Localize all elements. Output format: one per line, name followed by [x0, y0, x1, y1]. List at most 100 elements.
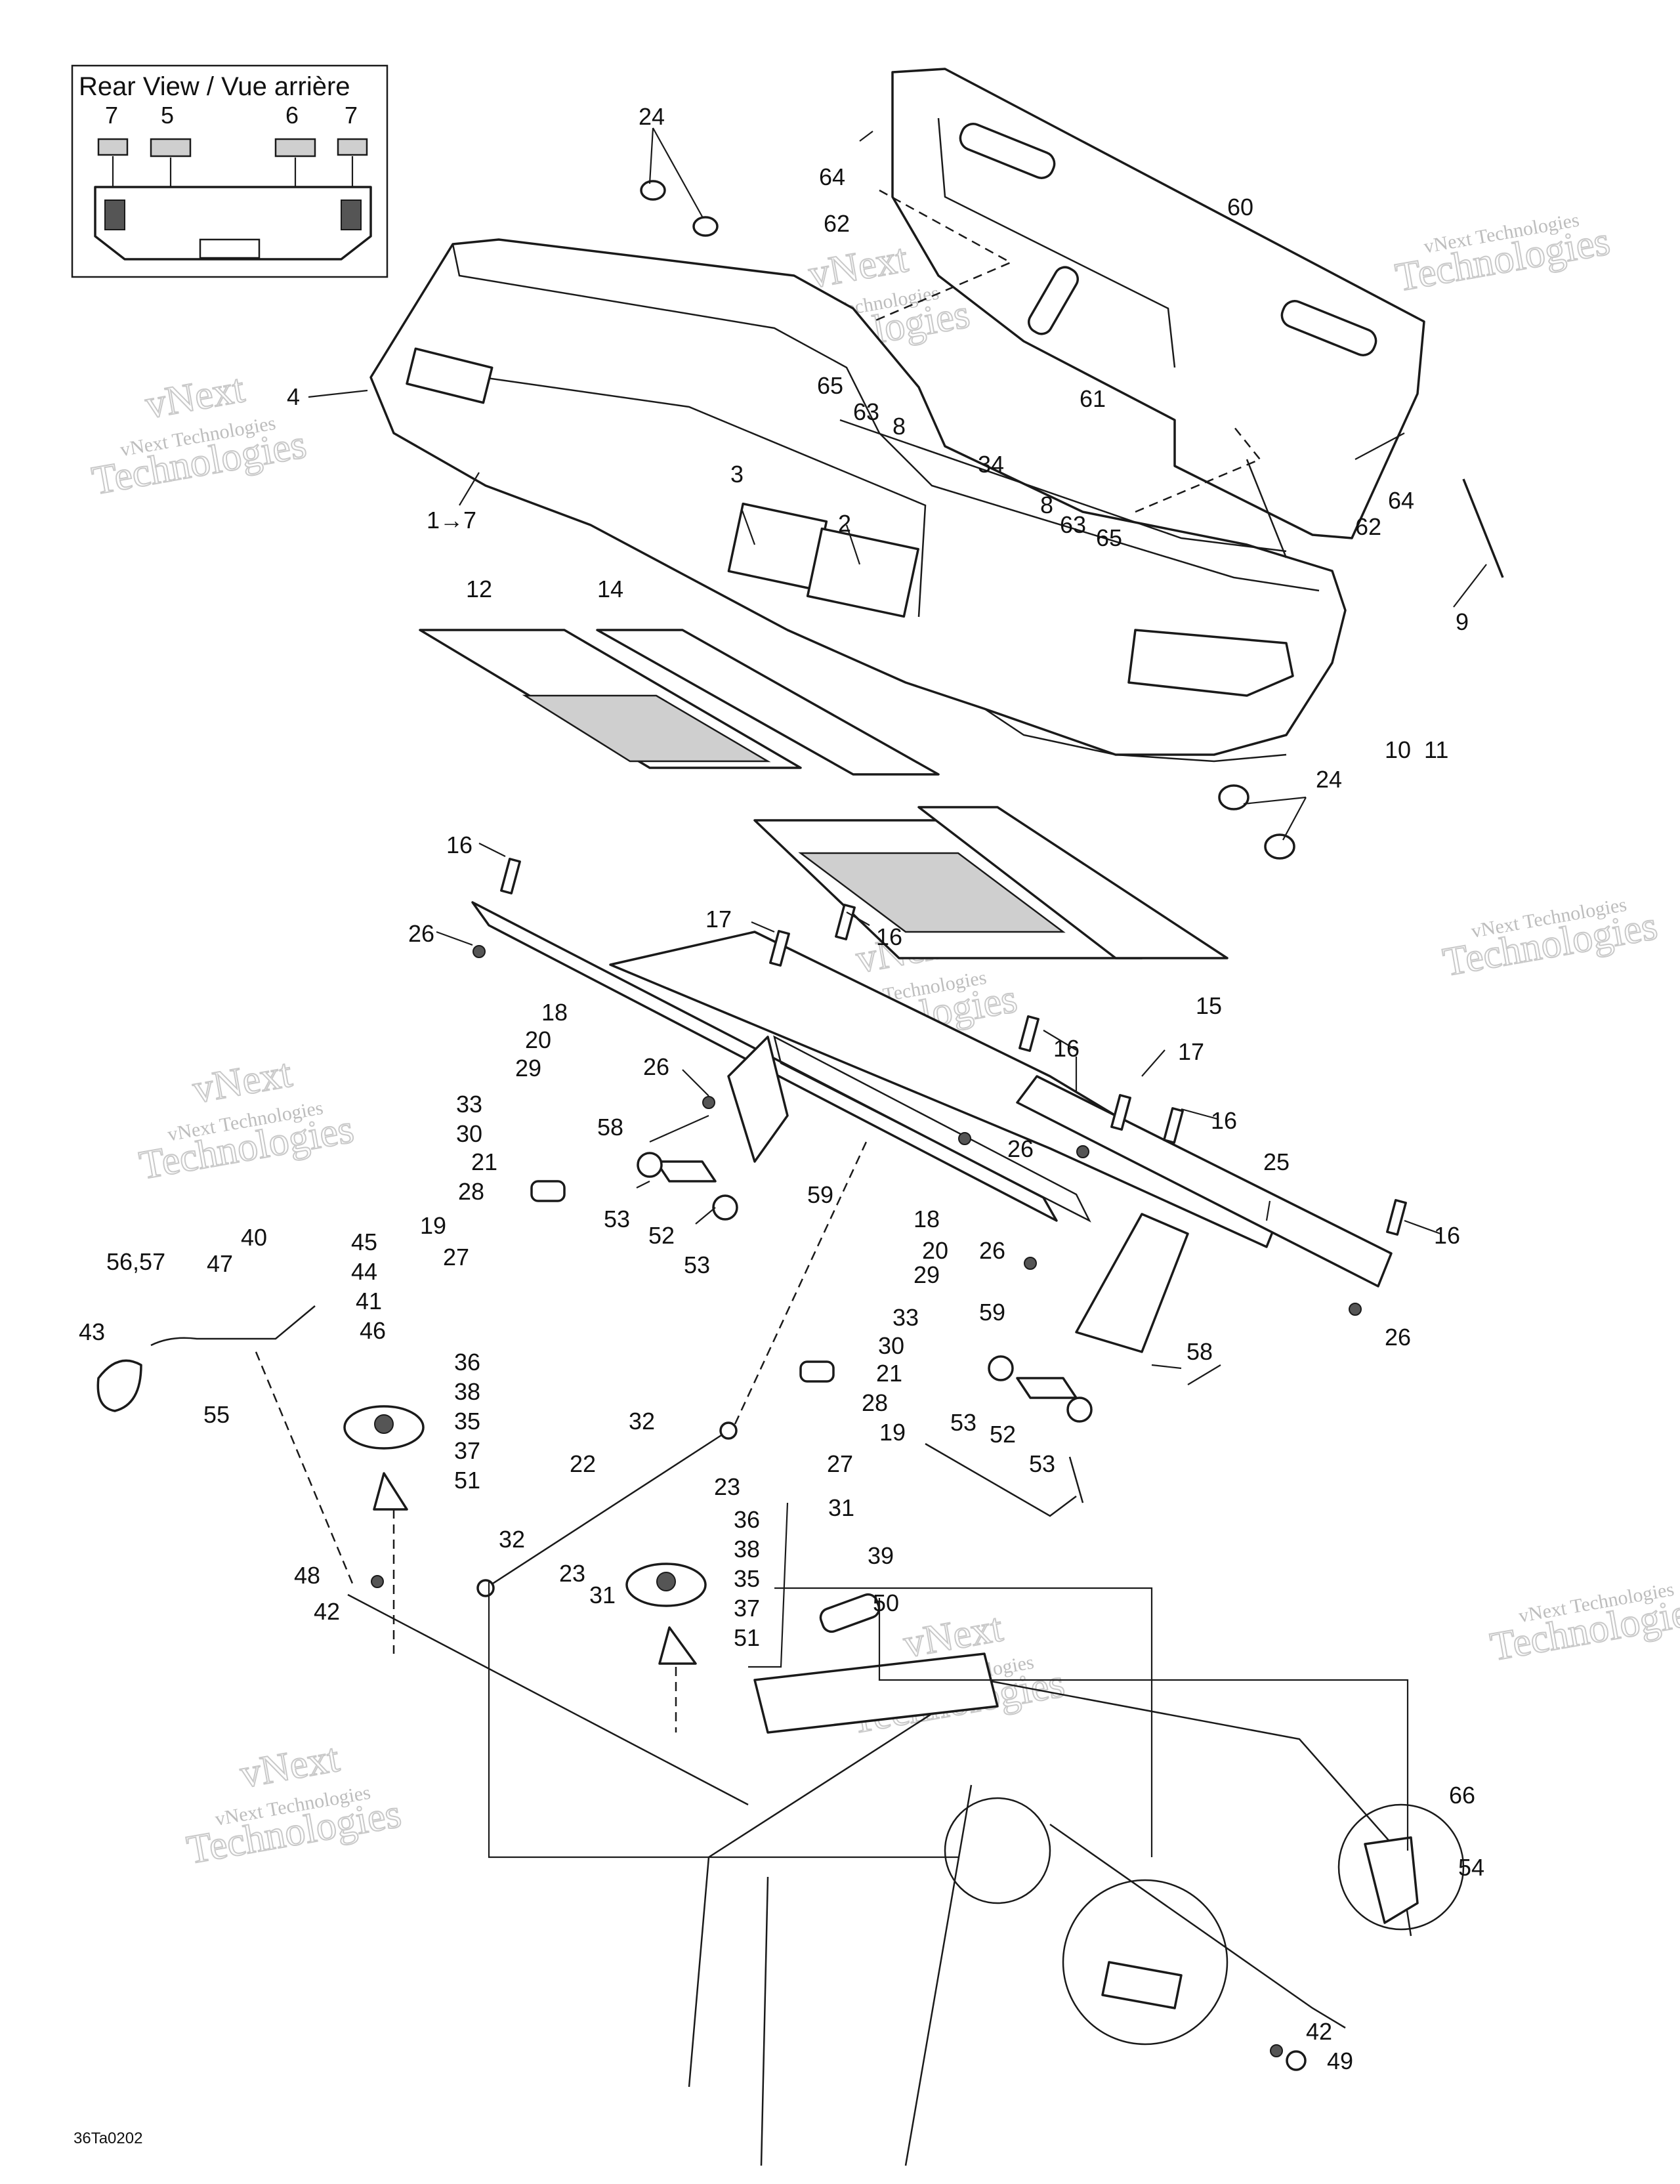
callout-30: 30	[878, 1332, 904, 1359]
callout-42: 42	[1306, 2018, 1332, 2045]
frame-rail-front	[1016, 1075, 1393, 1288]
nut-26	[958, 1132, 971, 1145]
callout-40: 40	[241, 1224, 267, 1251]
callout-52: 52	[648, 1222, 675, 1249]
callout-11: 11	[1424, 736, 1448, 763]
mount-boss	[656, 1572, 676, 1591]
callout-24: 24	[639, 103, 665, 130]
dashed-line	[255, 1351, 356, 1589]
callout-46: 46	[360, 1317, 386, 1344]
chassis-tube	[688, 1784, 973, 2166]
callout-66: 66	[1449, 1782, 1475, 1809]
leader-lines	[308, 127, 1487, 1385]
callout-27: 27	[827, 1450, 853, 1477]
callout-45: 45	[351, 1228, 377, 1255]
figure-id: 36Ta0202	[74, 2130, 142, 2147]
latch-lever	[96, 1305, 749, 1806]
callout-15: 15	[1196, 992, 1222, 1019]
nut-26	[1076, 1145, 1089, 1158]
latch-block	[1364, 1836, 1419, 1924]
callout-59: 59	[979, 1299, 1005, 1326]
callout-43: 43	[79, 1318, 105, 1345]
callout-16: 16	[446, 831, 472, 858]
callout-25: 25	[1263, 1148, 1290, 1175]
callout-60: 60	[1227, 194, 1253, 220]
callout-50: 50	[873, 1589, 899, 1616]
callout-27: 27	[443, 1244, 469, 1270]
callout-34: 34	[978, 451, 1004, 478]
cargo-box-shell	[369, 238, 1347, 756]
callout-51: 51	[734, 1624, 760, 1651]
inset-label: 5	[161, 102, 174, 129]
callout-16: 16	[876, 923, 902, 950]
hardware	[371, 180, 1504, 2071]
tailgate-edge	[937, 117, 1176, 368]
inset-label: 7	[345, 102, 358, 129]
callout-21: 21	[471, 1148, 497, 1175]
chassis-bracket	[753, 1652, 999, 1734]
pin-9	[1246, 459, 1288, 558]
cargo-box	[369, 238, 1347, 763]
callout-26: 26	[643, 1053, 669, 1080]
inset-corner	[104, 200, 125, 230]
dashed-line	[734, 1141, 868, 1425]
callout-49: 49	[1327, 2048, 1353, 2074]
inset-label: 6	[285, 102, 299, 129]
bolt-16	[1386, 1199, 1407, 1236]
callout-8: 8	[1040, 492, 1053, 518]
callout-18: 18	[541, 999, 568, 1026]
tailgate-handle	[1280, 300, 1377, 356]
cargo-box-bottom	[984, 707, 1287, 763]
cap-24	[1264, 833, 1295, 860]
lever-knob-43	[96, 1359, 142, 1412]
mat-15-stripe	[798, 852, 1066, 933]
callout-65: 65	[817, 372, 843, 399]
frame-bracket	[1075, 1213, 1189, 1353]
inset-pad-7-right	[337, 138, 368, 156]
callout-17: 17	[705, 906, 732, 933]
nut-26	[1349, 1303, 1362, 1316]
bolt-17	[769, 930, 790, 967]
callout-31: 31	[828, 1494, 854, 1521]
callout-14: 14	[597, 576, 623, 602]
cargo-box-decal-2	[806, 527, 919, 618]
bolt-16	[1163, 1107, 1184, 1144]
cable-61	[839, 419, 1287, 553]
callout-62: 62	[824, 210, 850, 237]
callout-37: 37	[734, 1595, 760, 1622]
watermark-text: vNext	[142, 366, 247, 427]
nut-26	[1024, 1257, 1037, 1270]
callout-44: 44	[351, 1258, 377, 1285]
callout-8: 8	[892, 413, 906, 440]
bushing-52	[655, 1160, 717, 1183]
tailgate-handle	[1028, 266, 1079, 335]
frame-crossbar	[773, 1035, 1091, 1223]
nut-26	[472, 945, 486, 958]
vehicle-chassis	[688, 1652, 1465, 2166]
lever-rod-47	[150, 1305, 316, 1347]
callout-26: 26	[979, 1237, 1005, 1264]
callout-42: 42	[314, 1598, 340, 1625]
bumper-28	[799, 1360, 835, 1383]
inset-title: Rear View / Vue arrière	[79, 72, 350, 101]
chassis-tube	[1049, 1823, 1346, 2029]
callout-53: 53	[1029, 1450, 1055, 1477]
detail-circle	[1337, 1803, 1465, 1931]
mat-14	[596, 629, 940, 776]
inset-pad-5	[150, 138, 192, 158]
detail-circle	[944, 1797, 1051, 1904]
dashed-line	[872, 189, 1013, 323]
gas-strut	[476, 1421, 738, 1597]
callout-31: 31	[589, 1582, 616, 1608]
callout-16: 16	[1211, 1107, 1237, 1134]
callout-38: 38	[454, 1378, 480, 1405]
bolt-16	[500, 858, 521, 894]
bolt-16	[835, 904, 856, 940]
inset-hitch-plate	[199, 238, 261, 259]
detail-circle	[1062, 1879, 1228, 2046]
inset-frame	[71, 64, 388, 278]
callout-26: 26	[408, 920, 434, 947]
callout-3: 3	[730, 461, 744, 488]
watermark-text: vNext	[237, 1736, 343, 1797]
callout-35: 35	[734, 1565, 760, 1592]
